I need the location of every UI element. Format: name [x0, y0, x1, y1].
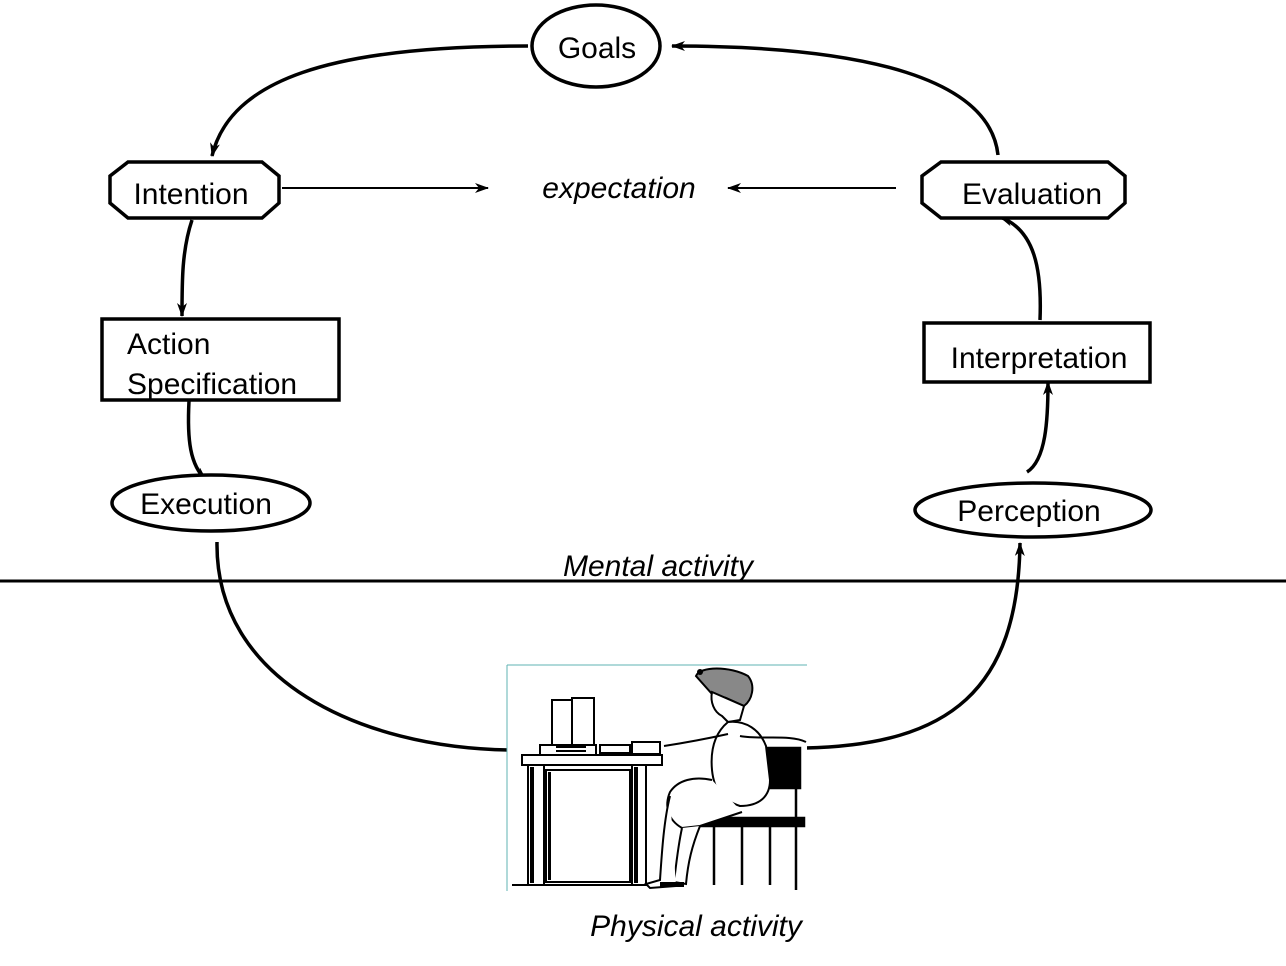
arrow-intention-to-action	[177, 219, 194, 317]
arrow-evaluation-to-goals	[671, 41, 1000, 156]
arrow-physical-to-perception	[804, 542, 1025, 750]
arrow-execution-to-physical	[215, 541, 511, 752]
execution-label: Execution	[140, 488, 272, 521]
perception-label: Perception	[957, 495, 1100, 528]
intention-node: Intention	[108, 160, 281, 220]
action-specification-label-line2: Specification	[127, 368, 297, 401]
arrow-goals-to-intention	[210, 44, 529, 157]
action-specification-label-line1: Action	[127, 328, 210, 361]
intention-label: Intention	[133, 178, 248, 211]
arrow-interpretation-to-evaluation	[999, 215, 1043, 321]
action-specification-node: Action Specification	[100, 317, 341, 402]
perception-node: Perception	[913, 481, 1153, 539]
person-at-computer-desk-icon	[506, 664, 807, 891]
evaluation-node: Evaluation	[920, 160, 1127, 220]
arrow-perception-to-interpretation	[1025, 381, 1053, 474]
expectation-label: expectation	[542, 172, 695, 205]
goals-node: Goals	[530, 3, 662, 89]
arrow-action-to-execution	[186, 400, 208, 482]
interpretation-node: Interpretation	[922, 321, 1152, 384]
physical-activity-label: Physical activity	[590, 910, 804, 943]
goals-label: Goals	[558, 32, 636, 65]
interpretation-label: Interpretation	[951, 342, 1128, 375]
mental-activity-label: Mental activity	[563, 550, 755, 583]
execution-node: Execution	[110, 473, 312, 533]
evaluation-label: Evaluation	[962, 178, 1102, 211]
